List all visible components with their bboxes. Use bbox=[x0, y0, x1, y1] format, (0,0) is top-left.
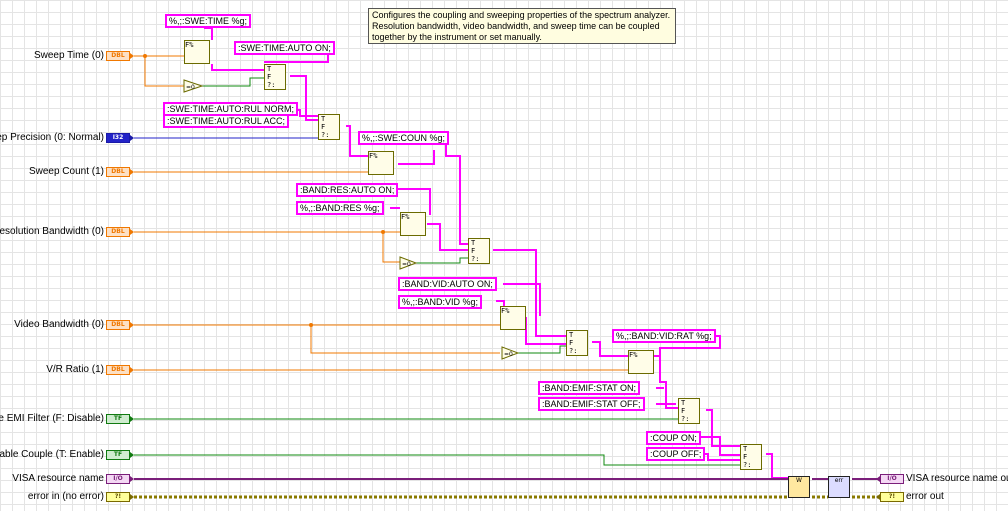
control-vr-ratio[interactable]: DBL bbox=[106, 365, 134, 375]
visa-write-subvi[interactable]: W bbox=[788, 476, 810, 498]
string-swe-time-auto[interactable]: :SWE:TIME:AUTO ON; bbox=[234, 41, 335, 55]
string-band-res-auto[interactable]: :BAND:RES:AUTO ON; bbox=[296, 183, 399, 197]
wire-resolution-bw bbox=[134, 231, 400, 263]
error-handler-subvi[interactable]: err bbox=[828, 476, 850, 498]
label-visa-resource-name: VISA resource name bbox=[12, 473, 104, 484]
string-swe-time[interactable]: %,;:SWE:TIME %g; bbox=[165, 14, 252, 28]
control-resolution-bandwidth[interactable]: DBL bbox=[106, 227, 134, 237]
svg-text:=0: =0 bbox=[186, 84, 195, 91]
string-coup-off[interactable]: :COUP OFF; bbox=[646, 447, 706, 461]
control-sweep-precision[interactable]: I32 bbox=[106, 133, 134, 143]
label-enable-couple: Enable Couple (T: Enable) bbox=[0, 449, 104, 460]
format-into-string-vr-ratio[interactable]: F% bbox=[628, 350, 654, 374]
format-into-string-sweep-count[interactable]: F% bbox=[368, 151, 394, 175]
control-video-bandwidth[interactable]: DBL bbox=[106, 320, 134, 330]
format-into-string-video-bw[interactable]: F% bbox=[500, 306, 526, 330]
control-sweep-count[interactable]: DBL bbox=[106, 167, 134, 177]
eq-zero-video-bw: =0 bbox=[501, 346, 520, 360]
label-sweep-precision: Sweep Precision (0: Normal) bbox=[0, 132, 104, 143]
label-enable-emi-filter: Enable EMI Filter (F: Disable) bbox=[0, 413, 104, 424]
string-band-vid[interactable]: %,;:BAND:VID %g; bbox=[398, 295, 483, 309]
diagram-comment: Configures the coupling and sweeping pro… bbox=[368, 8, 676, 44]
eq-zero-sweep-time: =0 bbox=[183, 79, 204, 93]
format-into-string-res-bw[interactable]: F% bbox=[400, 212, 426, 236]
select-emi-filter[interactable]: T F ?: bbox=[678, 398, 700, 424]
format-into-string-sweep-time[interactable]: F% bbox=[184, 40, 210, 64]
label-error-in: error in (no error) bbox=[27, 491, 104, 502]
wire-sweep-time bbox=[134, 55, 184, 87]
wire-enable-couple bbox=[134, 454, 740, 466]
label-sweep-time: Sweep Time (0) bbox=[33, 50, 104, 61]
string-band-vid-auto[interactable]: :BAND:VID:AUTO ON; bbox=[398, 277, 497, 291]
string-emif-on[interactable]: :BAND:EMIF:STAT ON; bbox=[538, 381, 641, 395]
select-video-bw-auto[interactable]: T F ?: bbox=[566, 330, 588, 356]
string-swe-rul-acc[interactable]: :SWE:TIME:AUTO:RUL ACC; bbox=[163, 114, 290, 128]
wire-video-bw bbox=[134, 324, 500, 354]
string-coup-on[interactable]: :COUP ON; bbox=[646, 431, 701, 445]
label-error-out: error out bbox=[906, 491, 944, 502]
control-sweep-time[interactable]: DBL bbox=[106, 51, 134, 61]
select-sweep-time-auto[interactable]: T F ?: bbox=[264, 64, 286, 90]
select-sweep-rule[interactable]: T F ?: bbox=[318, 114, 340, 140]
label-video-bandwidth: Video Bandwidth (0) bbox=[14, 319, 104, 330]
indicator-error-out[interactable]: ?! bbox=[876, 492, 904, 502]
label-vr-ratio: V/R Ratio (1) bbox=[46, 364, 104, 375]
select-res-bw-auto[interactable]: T F ?: bbox=[468, 238, 490, 264]
string-band-vid-rat[interactable]: %,;:BAND:VID:RAT %g; bbox=[612, 329, 716, 343]
svg-text:=0: =0 bbox=[504, 351, 513, 358]
control-visa-resource-name[interactable]: I/O bbox=[106, 474, 134, 484]
string-band-res[interactable]: %,;:BAND:RES %g; bbox=[296, 201, 384, 215]
label-resolution-bandwidth: Resolution Bandwidth (0) bbox=[0, 226, 104, 237]
select-couple[interactable]: T F ?: bbox=[740, 444, 762, 470]
indicator-visa-resource-name-out[interactable]: I/O bbox=[876, 474, 904, 484]
wire-eq0-sel bbox=[202, 77, 566, 354]
svg-text:=0: =0 bbox=[402, 261, 411, 268]
string-swe-coun[interactable]: %,;:SWE:COUN %g; bbox=[358, 131, 450, 145]
eq-zero-res-bw: =0 bbox=[399, 256, 418, 270]
label-sweep-count: Sweep Count (1) bbox=[28, 166, 104, 177]
string-emif-off[interactable]: :BAND:EMIF:STAT OFF; bbox=[538, 397, 645, 411]
control-enable-emi-filter[interactable]: TF bbox=[106, 414, 134, 424]
wire-strings bbox=[204, 27, 788, 479]
control-error-in[interactable]: ?! bbox=[106, 492, 134, 502]
control-enable-couple[interactable]: TF bbox=[106, 450, 134, 460]
label-visa-resource-name-out: VISA resource name out bbox=[906, 473, 1008, 484]
